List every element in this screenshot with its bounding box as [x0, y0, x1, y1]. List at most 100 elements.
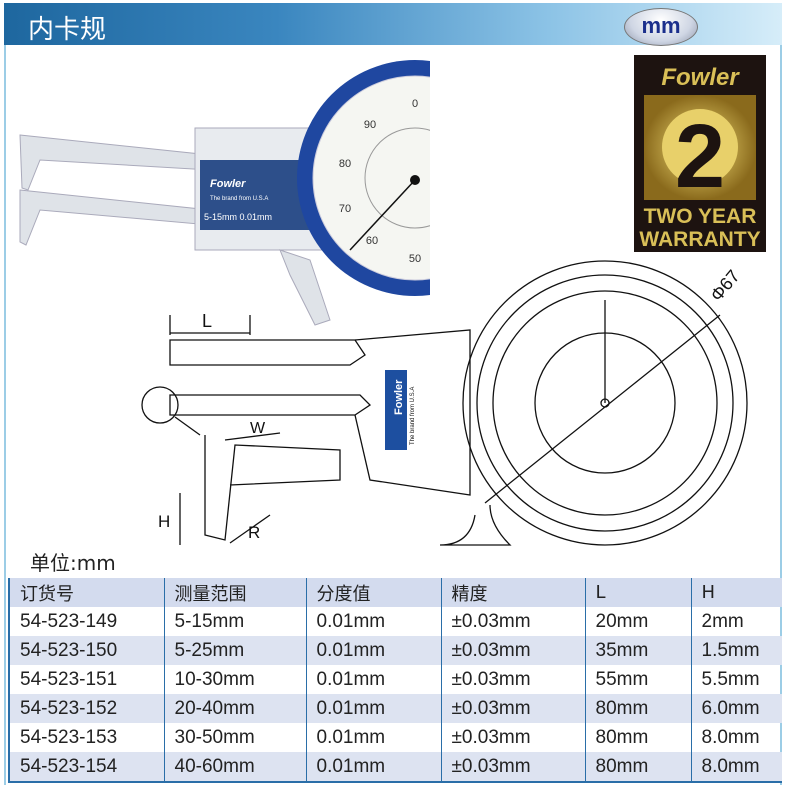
dial-number: 80	[339, 158, 351, 170]
table-cell: 80mm	[584, 694, 691, 723]
table-cell: 54-523-153	[20, 726, 118, 748]
table-cell: 5.5mm	[690, 665, 782, 694]
col-order-no: 订货号	[20, 583, 74, 605]
dial-number: 70	[339, 203, 351, 215]
col-H: H	[690, 578, 782, 607]
table-header-row: 订货号 测量范围 分度值 精度 L H	[9, 578, 782, 607]
table-cell: 5-25mm	[163, 636, 306, 665]
upper-jaw-outline	[169, 339, 366, 366]
lever-outline	[439, 504, 512, 546]
dial-number: 90	[364, 119, 376, 131]
dial-number: 60	[366, 235, 378, 247]
table-cell: ±0.03mm	[440, 752, 585, 782]
body-outline	[354, 329, 471, 496]
technical-drawing: Fowler The brand from U.S.A Φ67 L W H R	[141, 260, 748, 546]
table-cell: 54-523-149	[20, 610, 118, 632]
product-photo: Fowler The brand from U.S.A 5-15mm 0.01m…	[19, 60, 430, 326]
brand-plate	[385, 370, 407, 450]
table-cell: 54-523-150	[20, 639, 118, 661]
inner-dial	[364, 127, 430, 229]
lower-jaw-outline	[169, 394, 372, 416]
label-L: L	[202, 311, 212, 331]
unit-label: 单位:mm	[30, 551, 116, 575]
table-cell: 54-523-154	[20, 755, 118, 777]
table-cell: 8.0mm	[690, 723, 782, 752]
table-cell: 6.0mm	[690, 694, 782, 723]
diagram-brand: Fowler	[393, 379, 405, 415]
warranty-badge: Fowler 2 TWO YEAR WARRANTY	[634, 55, 766, 252]
dial-needle	[349, 179, 416, 251]
table-cell: ±0.03mm	[440, 636, 585, 665]
table-cell: 8.0mm	[690, 752, 782, 782]
table-cell: 30-50mm	[163, 723, 306, 752]
detail-circle	[141, 386, 179, 424]
bezel-ring	[476, 274, 734, 532]
label-R: R	[248, 523, 260, 542]
table-cell: ±0.03mm	[440, 723, 585, 752]
page-title: 内卡规	[28, 15, 107, 45]
table-cell: 5-15mm	[163, 607, 306, 636]
table-cell: 80mm	[584, 752, 691, 782]
col-accuracy: 精度	[440, 578, 585, 607]
table-cell: 10-30mm	[163, 665, 306, 694]
lever	[279, 249, 331, 326]
diameter-line	[484, 314, 721, 504]
table-cell: 0.01mm	[305, 665, 441, 694]
col-L: L	[584, 578, 691, 607]
table-cell: 54-523-152	[20, 697, 118, 719]
table-cell: 54-523-151	[20, 668, 118, 690]
dim-line-W	[224, 432, 281, 441]
detail-view	[204, 435, 341, 541]
warranty-number: 2	[675, 107, 725, 207]
table-cell: 0.01mm	[305, 694, 441, 723]
photo-tagline: The brand from U.S.A	[210, 196, 268, 202]
label-W: W	[250, 420, 266, 437]
col-resolution: 分度值	[305, 578, 441, 607]
label-H: H	[158, 512, 170, 531]
photo-brand: Fowler	[210, 178, 246, 190]
warranty-line2: WARRANTY	[639, 228, 760, 251]
warranty-line1: TWO YEAR	[644, 205, 757, 228]
table-cell: ±0.03mm	[440, 665, 585, 694]
lower-jaw	[19, 189, 211, 246]
table-cell: 2mm	[690, 607, 782, 636]
diagram-tagline: The brand from U.S.A	[410, 387, 416, 445]
table-cell: 20-40mm	[163, 694, 306, 723]
dial-ring	[492, 290, 718, 516]
table-cell: 40-60mm	[163, 752, 306, 782]
table-cell: ±0.03mm	[440, 607, 585, 636]
detail-arrow	[174, 416, 201, 436]
table-cell: 0.01mm	[305, 607, 441, 636]
diameter-label: Φ67	[706, 266, 743, 305]
table-cell: 80mm	[584, 723, 691, 752]
table-cell: 20mm	[584, 607, 691, 636]
table-cell: ±0.03mm	[440, 694, 585, 723]
sun-disc	[662, 109, 738, 185]
dim-line-R	[229, 514, 271, 544]
dial-face	[312, 75, 430, 281]
unit-badge: mm	[624, 8, 698, 46]
needle-hub	[410, 175, 420, 185]
warranty-brand: Fowler	[661, 64, 740, 91]
dial-number: 0	[412, 98, 418, 110]
dial-number: 50	[409, 253, 421, 265]
table-cell: 0.01mm	[305, 752, 441, 782]
content-frame	[4, 45, 782, 785]
header-bar: 内卡规 mm	[4, 3, 782, 46]
col-range: 测量范围	[163, 578, 306, 607]
table-cell: 0.01mm	[305, 723, 441, 752]
table-cell: 1.5mm	[690, 636, 782, 665]
table-cell: 0.01mm	[305, 636, 441, 665]
photo-spec: 5-15mm 0.01mm	[204, 212, 272, 222]
upper-jaw	[19, 134, 211, 191]
table-cell: 35mm	[584, 636, 691, 665]
label-plate	[200, 160, 315, 230]
